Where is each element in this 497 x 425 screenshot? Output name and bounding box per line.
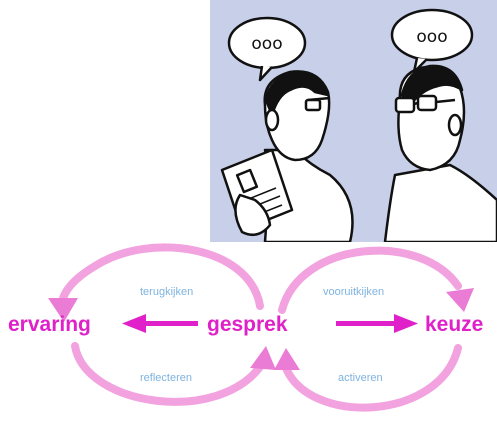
label-activeren: activeren (338, 372, 383, 384)
loop-bottom-right-arc (282, 344, 462, 412)
right-person-figure (383, 64, 497, 242)
label-vooruitkijken: vooruitkijken (323, 286, 384, 298)
conversation-illustration: ooo ooo (210, 0, 497, 242)
speech-bubble-left-text: ooo (251, 34, 282, 54)
node-gesprek: gesprek (207, 313, 288, 336)
conversation-cycle-diagram: ervaring gesprek keuze terugkijken refle… (8, 243, 483, 412)
speech-bubble-right-text: ooo (416, 27, 447, 47)
node-keuze: keuze (425, 313, 483, 336)
left-person-figure (220, 70, 354, 242)
arrow-to-ervaring (122, 314, 198, 333)
arrow-to-keuze (336, 314, 418, 333)
loop-bottom-right-arrowhead (274, 348, 300, 370)
node-ervaring: ervaring (8, 313, 91, 336)
loop-top-right-arrowhead (446, 288, 474, 312)
speech-bubble-right: ooo (390, 8, 474, 74)
loop-bottom-left-arc (71, 342, 266, 406)
loop-top-right-arc (278, 246, 462, 314)
loop-top-left-arrowhead (48, 298, 78, 322)
speech-bubble-left: ooo (227, 16, 307, 82)
label-terugkijken: terugkijken (140, 286, 193, 298)
label-reflecteren: reflecteren (140, 372, 192, 384)
loop-top-left-arc (57, 243, 264, 314)
loop-bottom-left-arrowhead (250, 346, 276, 370)
